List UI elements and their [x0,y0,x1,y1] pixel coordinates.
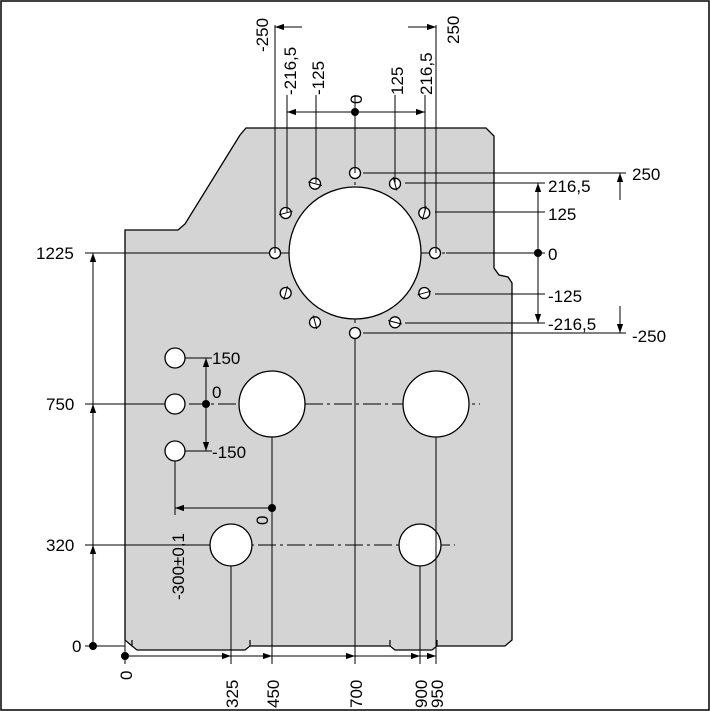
label-pitch-zero: 0 [253,516,272,525]
horizontal-dimension-chain [121,652,436,660]
bolt-hole-cross [308,181,322,186]
plate-foot-right [389,640,438,651]
label-right-216-5: 216,5 [548,177,591,196]
bore-950-750 [402,370,470,438]
label-top-minus-250: -250 [253,18,272,52]
top-dimensions [274,23,437,253]
label-right-0: 0 [548,245,557,264]
label-pitch: -300±0,1 [169,533,188,600]
label-top-250: 250 [444,16,463,44]
bore-450-750 [238,370,306,438]
label-top-minus-216-5: -216,5 [281,47,300,95]
small-hole-column [164,347,186,462]
bolt-hole [428,246,442,260]
bolt-hole-cross [417,290,432,296]
bolt-hole [348,326,362,340]
label-x-450: 450 [264,680,283,708]
plate-foot-left [131,640,251,651]
label-x-950: 950 [428,680,447,708]
label-right-minus-216-5: -216,5 [548,315,596,334]
vertical-dimension-chain [89,253,97,650]
small-holes-dimension [185,357,212,452]
label-y-0: 0 [72,637,81,656]
label-holes-minus-150: -150 [212,443,246,462]
bolt-hole-cross [392,176,398,191]
label-top-125: 125 [388,67,407,95]
label-x-700: 700 [347,680,366,708]
label-x-900: 900 [412,680,431,708]
bolt-hole-cross [278,210,293,216]
pitch-dimension [174,461,276,515]
main-bore [288,186,422,320]
label-top-minus-125: -125 [309,61,328,95]
label-right-250: 250 [632,165,660,184]
right-dimensions [363,172,626,334]
label-x-0: 0 [117,671,136,680]
bolt-hole-cross [388,320,402,325]
label-x-325: 325 [223,680,242,708]
label-top-0: 0 [347,95,366,104]
bore-325-320 [209,523,253,567]
label-top-216-5: 216,5 [417,52,436,95]
label-y-320: 320 [46,536,74,555]
label-right-minus-250: -250 [632,327,666,346]
bolt-hole-cross [312,315,318,330]
label-holes-150: 150 [212,349,240,368]
bore-900-320 [398,523,442,567]
label-holes-0: 0 [212,383,221,402]
label-right-minus-125: -125 [548,287,582,306]
label-right-125: 125 [548,205,576,224]
label-y-1225: 1225 [36,244,74,263]
label-y-750: 750 [46,395,74,414]
bolt-hole-cross [283,286,288,300]
dimension-labels: 0 325 450 700 900 950 0 320 750 1225 -25… [36,16,666,708]
